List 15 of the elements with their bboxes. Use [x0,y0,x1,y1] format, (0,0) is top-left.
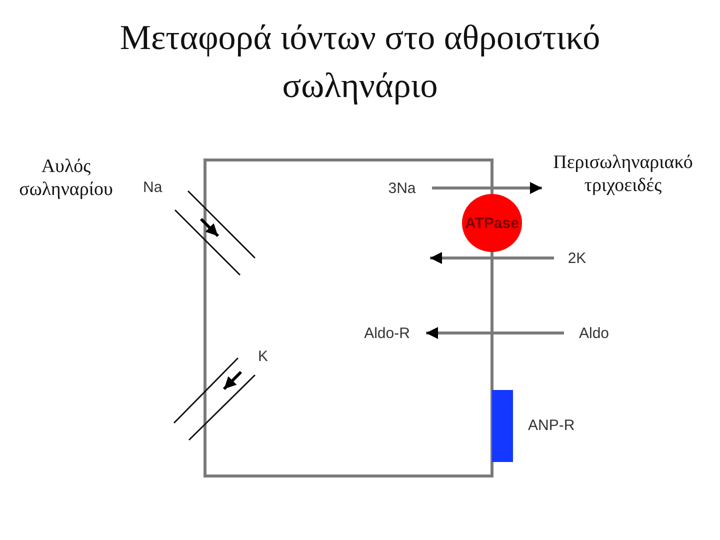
arrow [430,252,554,264]
receptor-label: Aldo-R [354,324,420,342]
receptor-bar [492,390,513,462]
ion-label: Na [143,179,162,197]
title: Μεταφορά ιόντων στο αθροιστικό σωληνάριο [118,17,602,107]
hormone-label: Aldo [572,324,616,342]
region-label: Αυλός σωληναρίου [18,155,114,201]
pump-circle: ATPase [462,194,522,252]
ion-label: 3Na [380,179,424,197]
arrow [426,327,564,339]
arrow [432,182,542,194]
region-label: Περισωληναριακό τριχοειδές [548,148,698,200]
ion-label: K [258,348,268,366]
ion-label: 2K [562,249,592,267]
receptor-label: ANP-R [528,417,575,434]
